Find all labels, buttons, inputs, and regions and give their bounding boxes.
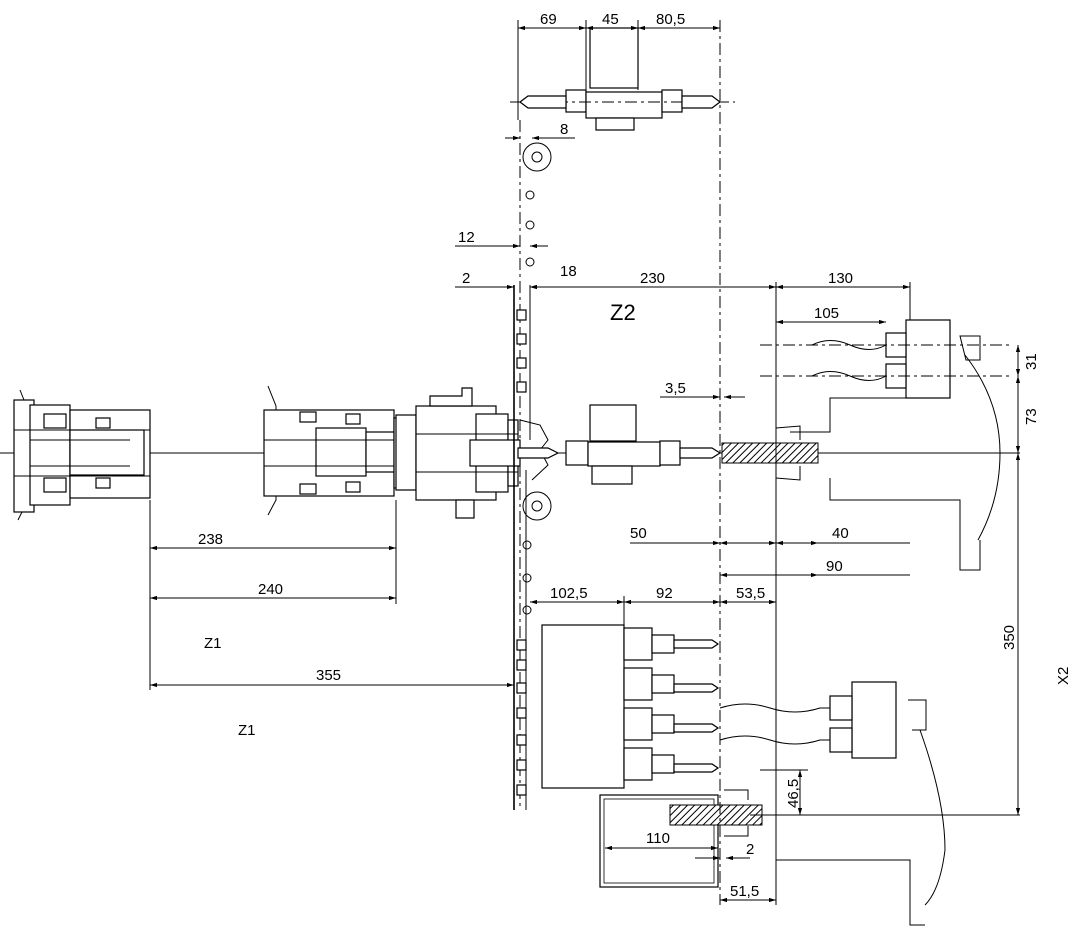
dim-73: 73 [1023,408,1040,425]
dim-350: 350 [1001,625,1018,650]
dim-105: 105 [814,305,839,322]
dim-2-bottom: 2 [746,841,754,858]
dim-3-5: 3,5 [665,380,686,397]
lower-tool-block [541,624,720,789]
dim-110: 110 [646,830,670,847]
dim-8: 8 [560,121,568,138]
lower-workpiece [599,789,763,888]
label-z1-lower: Z1 [238,722,256,739]
dim-69: 69 [540,11,557,28]
dim-102-5: 102,5 [550,585,588,602]
dim-46-5: 46,5 [785,779,802,808]
dim-18: 18 [560,263,577,280]
label-z1-upper: Z1 [204,635,222,652]
dim-12: 12 [458,229,475,246]
turret-disc [513,120,552,810]
dim-80-5: 80,5 [656,11,685,28]
dim-2-top: 2 [462,270,470,287]
dim-230: 230 [640,270,665,287]
top-tool-holder [510,27,735,131]
counter-spindle [395,387,521,519]
right-lower-holder [719,681,946,926]
upper-workpiece [721,425,819,481]
label-x2: X2 [1055,667,1072,685]
label-z2: Z2 [610,300,636,325]
center-tool-holder [517,404,722,485]
dim-90: 90 [826,558,843,575]
middle-spindle [263,385,415,516]
dim-238: 238 [198,531,223,548]
dim-130: 130 [828,270,853,287]
dim-40: 40 [832,525,849,542]
right-upper-holder [760,319,1010,571]
reference-lines [517,20,911,905]
dimension-lines [149,25,1021,903]
dim-31: 31 [1023,353,1040,370]
dim-355: 355 [316,667,341,684]
dim-50: 50 [630,525,647,542]
dim-92: 92 [656,585,673,602]
axis-labels: Z2 Z1 Z1 X2 [204,300,1072,739]
dim-53-5: 53,5 [736,585,765,602]
dim-51-5: 51,5 [730,883,759,900]
dim-45: 45 [602,11,619,28]
dim-240: 240 [258,581,283,598]
left-spindle [13,389,151,521]
dimension-labels: 69 45 80,5 8 12 2 18 230 130 105 31 73 3… [198,11,1040,900]
